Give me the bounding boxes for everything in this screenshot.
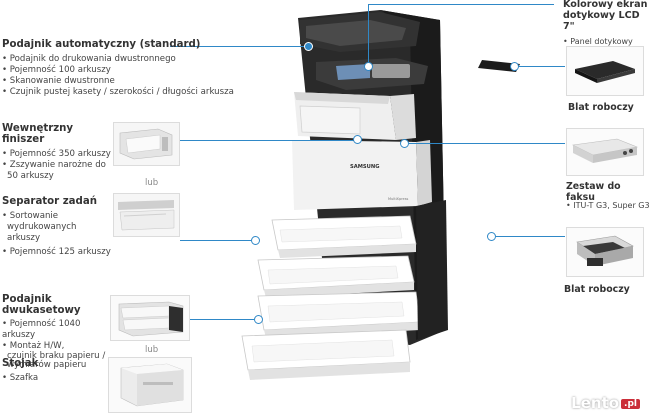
stand-title: Stojak	[2, 358, 39, 369]
watermark-badge: .pl	[621, 399, 640, 409]
adf-item-2: • Pojemność 100 arkuszy	[2, 65, 111, 75]
finisher-image	[113, 122, 180, 166]
separator-image	[113, 193, 180, 237]
callout-dot-lcd[interactable]	[364, 62, 373, 71]
connector-dual	[190, 319, 254, 320]
callout-dot-finisher[interactable]	[353, 135, 362, 144]
brand-logo: SAMSUNG	[350, 164, 379, 170]
finisher-unit-icon	[119, 128, 173, 160]
paper-drawer-1	[271, 215, 417, 258]
finisher-item-1: • Pojemność 350 arkuszy	[2, 149, 111, 159]
adf-section: Podajnik automatyczny (standard) • Podaj…	[2, 39, 242, 98]
printer-illustration: SAMSUNG MultiXpress	[241, 10, 520, 380]
lcd-section: Kolorowy ekran dotykowy LCD 7" • Panel d…	[563, 0, 649, 47]
dual-item-3: czujnik braku papieru /	[7, 351, 106, 361]
cabinet-stand-icon	[120, 363, 184, 407]
fax-item-1: • ITU-T G3, Super G3	[566, 201, 650, 210]
lcd-title-line1: Kolorowy ekran	[563, 0, 648, 10]
or-label-1: lub	[145, 178, 159, 188]
dual-item-4: wymiarów papieru	[7, 360, 87, 370]
callout-dot-tray1[interactable]	[510, 62, 519, 71]
separator-item-1: • Sortowanie	[2, 211, 59, 221]
circuit-board-icon	[576, 235, 634, 266]
model-label: MultiXpress	[388, 197, 409, 201]
adf-item-3: • Skanowanie dwustronne	[2, 76, 115, 86]
finisher-item-2: • Zszywanie narożne do	[2, 160, 106, 170]
dual-item-1: • Pojemność 1040 arkuszy	[2, 319, 81, 340]
finisher-section: Wewnętrzny finiszer • Pojemność 350 arku…	[2, 123, 112, 182]
dual-section: Podajnik dwukasetowy • Pojemność 1040 ar…	[2, 294, 114, 370]
connector-lcd-v	[368, 4, 369, 62]
dual-title: Podajnik dwukasetowy	[2, 294, 81, 316]
fax-kit-icon	[571, 138, 639, 163]
paper-drawer-2	[257, 255, 415, 298]
job-separator-icon	[118, 200, 175, 231]
connector-finisher	[178, 140, 353, 141]
fax-image	[566, 128, 644, 176]
callout-dot-separator[interactable]	[251, 236, 260, 245]
watermark-text: Lento	[571, 394, 620, 412]
separator-title: Separator zadań	[2, 196, 97, 207]
connector-tray2	[496, 236, 565, 237]
callout-dot-adf[interactable]	[304, 42, 313, 51]
lcd-title-line2: dotykowy LCD 7"	[563, 10, 640, 32]
adf-item-1: • Podajnik do drukowania dwustronnego	[2, 54, 176, 64]
connector-fax	[409, 143, 565, 144]
callout-dot-dual[interactable]	[254, 315, 263, 324]
stand-item-1: • Szafka	[2, 373, 39, 383]
callout-dot-tray2[interactable]	[487, 232, 496, 241]
fax-title: Zestaw do faksu	[566, 181, 621, 203]
tray2-title: Blat roboczy	[564, 284, 630, 295]
callout-dot-fax[interactable]	[400, 139, 409, 148]
stand-section: Stojak • Szafka	[2, 358, 102, 384]
dual-cassette-image	[110, 295, 190, 341]
separator-section: Separator zadań • Sortowanie wydrukowany…	[2, 196, 112, 258]
adf-item-4: • Czujnik pustej kasety / szerokości / d…	[2, 87, 234, 97]
or-label-2: lub	[145, 345, 159, 355]
connector-separator	[180, 240, 251, 241]
finisher-title: Wewnętrzny finiszer	[2, 123, 74, 145]
tray1-title: Blat roboczy	[568, 102, 634, 113]
paper-drawer-4	[241, 329, 411, 380]
lcd-item-1: • Panel dotykowy	[563, 37, 633, 46]
stand-image	[108, 357, 192, 413]
adf-title: Podajnik automatyczny (standard)	[2, 39, 201, 50]
finisher-item-3: 50 arkuszy	[7, 171, 54, 181]
connector-lcd-h	[368, 4, 554, 5]
dual-item-2: • Montaż H/W,	[2, 341, 65, 351]
connector-adf	[170, 46, 304, 47]
work-tray-icon	[575, 61, 635, 83]
separator-item-3: • Pojemność 125 arkuszy	[2, 247, 111, 257]
tray1-image	[566, 46, 644, 96]
connector-tray1	[519, 66, 565, 67]
dual-cassette-icon	[118, 301, 184, 337]
separator-item-2: wydrukowanych arkuszy	[7, 222, 77, 243]
watermark: Lento.pl	[571, 394, 640, 412]
tray2-image	[566, 227, 644, 277]
